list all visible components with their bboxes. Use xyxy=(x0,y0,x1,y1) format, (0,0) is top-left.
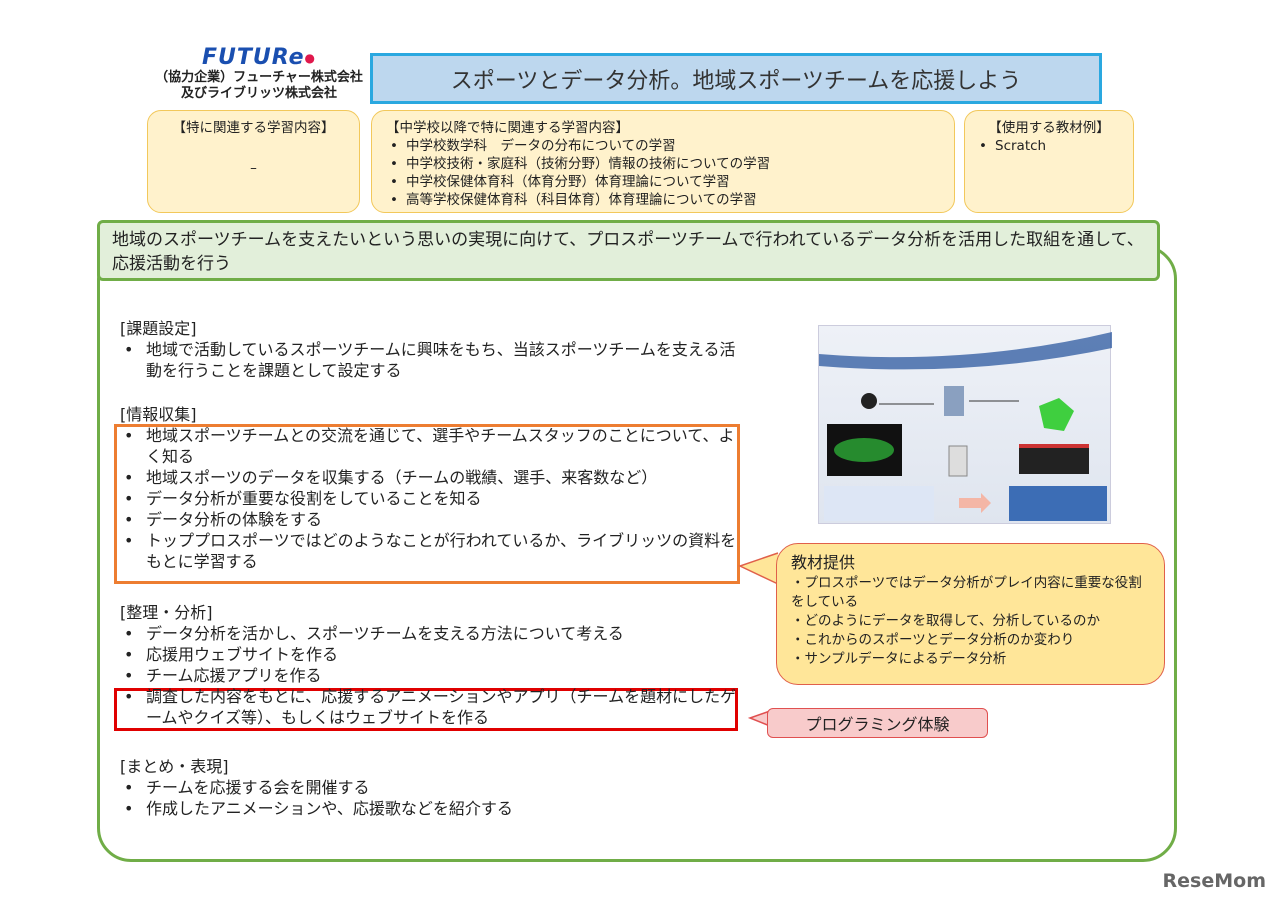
junior-heading: 【中学校以降で特に関連する学習内容】 xyxy=(386,120,629,136)
section-item: 地域スポーツのデータを収集する（チームの戦績、選手、来客数など） xyxy=(120,467,740,488)
section-analysis: [整理・分析] データ分析を活かし、スポーツチームを支える方法について考える 応… xyxy=(120,602,740,728)
junior-high-content-box: 【中学校以降で特に関連する学習内容】 中学校数学科 データの分布についての学習 … xyxy=(371,110,955,213)
materials-item: Scratch xyxy=(975,137,1123,155)
related-heading: 【特に関連する学習内容】 xyxy=(172,120,335,136)
section-item: 地域スポーツチームとの交流を通じて、選手やチームスタッフのことについて、よく知る xyxy=(120,425,740,467)
future-logo: FUTURe● xyxy=(148,46,370,70)
page-title: スポーツとデータ分析。地域スポーツチームを応援しよう xyxy=(370,53,1102,104)
junior-item: 高等学校保健体育科（科目体育）体育理論についての学習 xyxy=(386,191,940,209)
materials-heading: 【使用する教材例】 xyxy=(988,120,1110,136)
section-item: チーム応援アプリを作る xyxy=(120,665,740,686)
section-item: 作成したアニメーションや、応援歌などを紹介する xyxy=(120,798,740,819)
related-content-box: 【特に関連する学習内容】 – xyxy=(147,110,360,213)
section-heading: [まとめ・表現] xyxy=(120,757,229,776)
tracking-diagram-graphic xyxy=(819,332,1112,521)
section-item: データ分析が重要な役割をしていることを知る xyxy=(120,488,740,509)
section-item: 地域で活動しているスポーツチームに興味をもち、当該スポーツチームを支える活動を行… xyxy=(120,339,740,381)
section-item: トッププロスポーツではどのようなことが行われているか、ライブリッツの資料をもとに… xyxy=(120,530,740,572)
junior-item: 中学校数学科 データの分布についての学習 xyxy=(386,137,940,155)
callout-item: ・サンプルデータによるデータ分析 xyxy=(791,651,1007,667)
pink-callout-tail xyxy=(748,710,771,727)
company-logo: FUTURe● （協力企業）フューチャー株式会社 及びライブリッツ株式会社 xyxy=(148,46,370,102)
section-item: データ分析の体験をする xyxy=(120,509,740,530)
callout-item: ・プロスポーツではデータ分析がプレイ内容に重要な役割をしている xyxy=(791,575,1142,610)
company-line-1: （協力企業）フューチャー株式会社 xyxy=(155,70,363,85)
materials-box: 【使用する教材例】 Scratch xyxy=(964,110,1134,213)
section-item: 調査した内容をもとに、応援するアニメーションやアプリ（チームを題材にしたゲームや… xyxy=(120,686,740,728)
section-problem-setting: [課題設定] 地域で活動しているスポーツチームに興味をもち、当該スポーツチームを… xyxy=(120,318,740,381)
goal-banner: 地域のスポーツチームを支えたいという思いの実現に向けて、プロスポーツチームで行わ… xyxy=(97,220,1160,281)
programming-callout: プログラミング体験 xyxy=(767,708,988,738)
callout-tail xyxy=(738,552,779,585)
section-info-gathering: [情報収集] 地域スポーツチームとの交流を通じて、選手やチームスタッフのことにつ… xyxy=(120,404,740,572)
section-summary: [まとめ・表現] チームを応援する会を開催する 作成したアニメーションや、応援歌… xyxy=(120,756,740,819)
callout-item: ・どのようにデータを取得して、分析しているのか xyxy=(791,613,1101,629)
section-item: 応援用ウェブサイトを作る xyxy=(120,644,740,665)
junior-item: 中学校保健体育科（体育分野）体育理論について学習 xyxy=(386,173,940,191)
callout-item: ・これからのスポーツとデータ分析のか変わり xyxy=(791,632,1075,648)
tracking-diagram-image xyxy=(818,325,1112,524)
callout-heading: 教材提供 xyxy=(791,553,856,572)
company-line-2: 及びライブリッツ株式会社 xyxy=(180,86,337,101)
materials-callout: 教材提供 ・プロスポーツではデータ分析がプレイ内容に重要な役割をしている ・どの… xyxy=(776,543,1165,685)
section-heading: [課題設定] xyxy=(120,319,197,338)
section-heading: [整理・分析] xyxy=(120,603,213,622)
logo-dot-icon: ● xyxy=(304,51,316,65)
junior-item: 中学校技術・家庭科（技術分野）情報の技術についての学習 xyxy=(386,155,940,173)
section-item: チームを応援する会を開催する xyxy=(120,777,740,798)
section-item: データ分析を活かし、スポーツチームを支える方法について考える xyxy=(120,623,740,644)
section-heading: [情報収集] xyxy=(120,405,197,424)
related-value: – xyxy=(250,160,257,176)
resemom-watermark: ReseMom xyxy=(1162,870,1266,892)
future-logo-text: FUTURe xyxy=(201,45,305,70)
